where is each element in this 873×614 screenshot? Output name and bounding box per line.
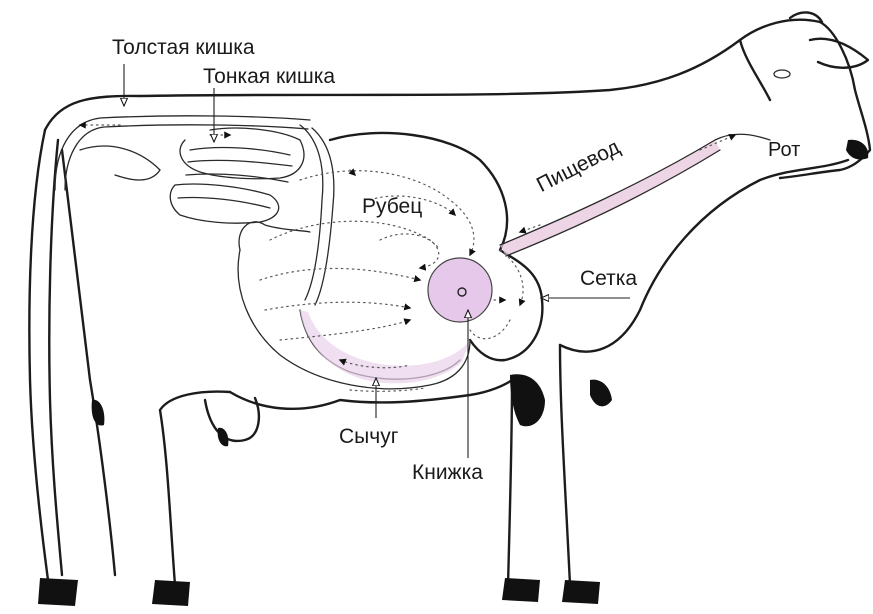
- label-small-intestine: Тонкая кишка: [203, 66, 335, 87]
- label-reticulum: Сетка: [580, 268, 637, 289]
- flow-paths: [80, 125, 735, 391]
- abomasum-organ: [300, 310, 470, 383]
- esophagus-organ: [500, 134, 770, 256]
- rumen-organ: [238, 133, 542, 389]
- label-abomasum: Сычуг: [339, 426, 398, 447]
- label-rumen: Рубец: [362, 196, 422, 217]
- label-mouth: Рот: [768, 140, 800, 160]
- label-large-intestine: Толстая кишка: [112, 37, 255, 58]
- omasum-organ: [428, 258, 492, 322]
- label-leaders: [124, 64, 630, 458]
- label-omasum: Книжка: [412, 462, 483, 483]
- small-intestine-organ: [170, 125, 334, 305]
